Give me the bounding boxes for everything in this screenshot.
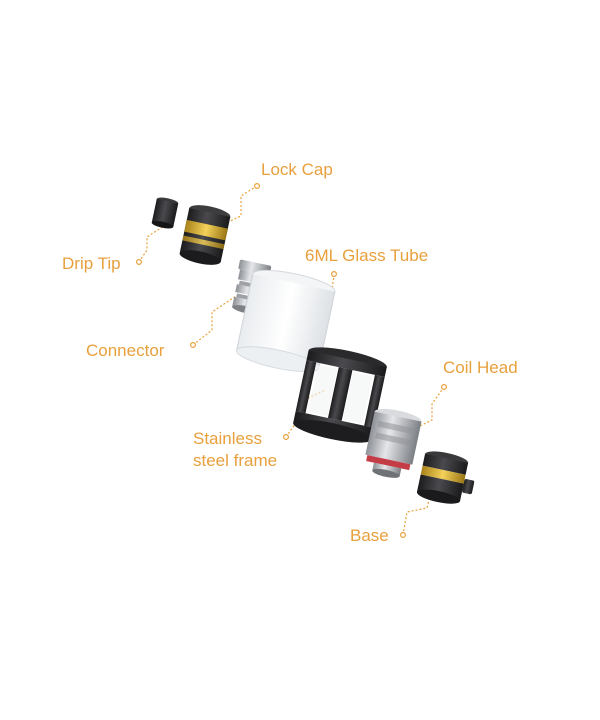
frame-label: Stainless steel frame bbox=[193, 428, 277, 472]
frame-label-line2: steel frame bbox=[193, 451, 278, 470]
leader-dots bbox=[136, 183, 448, 538]
lock-cap-part bbox=[179, 205, 231, 265]
leader-coil-head bbox=[407, 386, 445, 433]
glass-tube-label: 6ML Glass Tube bbox=[305, 246, 429, 265]
drip-tip-label: Drip Tip bbox=[62, 254, 121, 273]
leader-base bbox=[402, 495, 431, 536]
coil-head-part bbox=[365, 408, 422, 478]
connector-label: Connector bbox=[86, 341, 165, 360]
base-part bbox=[416, 451, 475, 504]
leader-connector bbox=[192, 295, 237, 346]
lock-cap-label: Lock Cap bbox=[261, 160, 333, 179]
drip-tip-part bbox=[151, 197, 179, 229]
frame-part bbox=[293, 347, 387, 443]
coil-head-label: Coil Head bbox=[443, 358, 518, 377]
glass-tube-part bbox=[236, 269, 336, 373]
leader-drip-tip bbox=[138, 225, 165, 263]
base-label: Base bbox=[350, 526, 389, 545]
frame-label-line1: Stainless bbox=[193, 429, 262, 448]
